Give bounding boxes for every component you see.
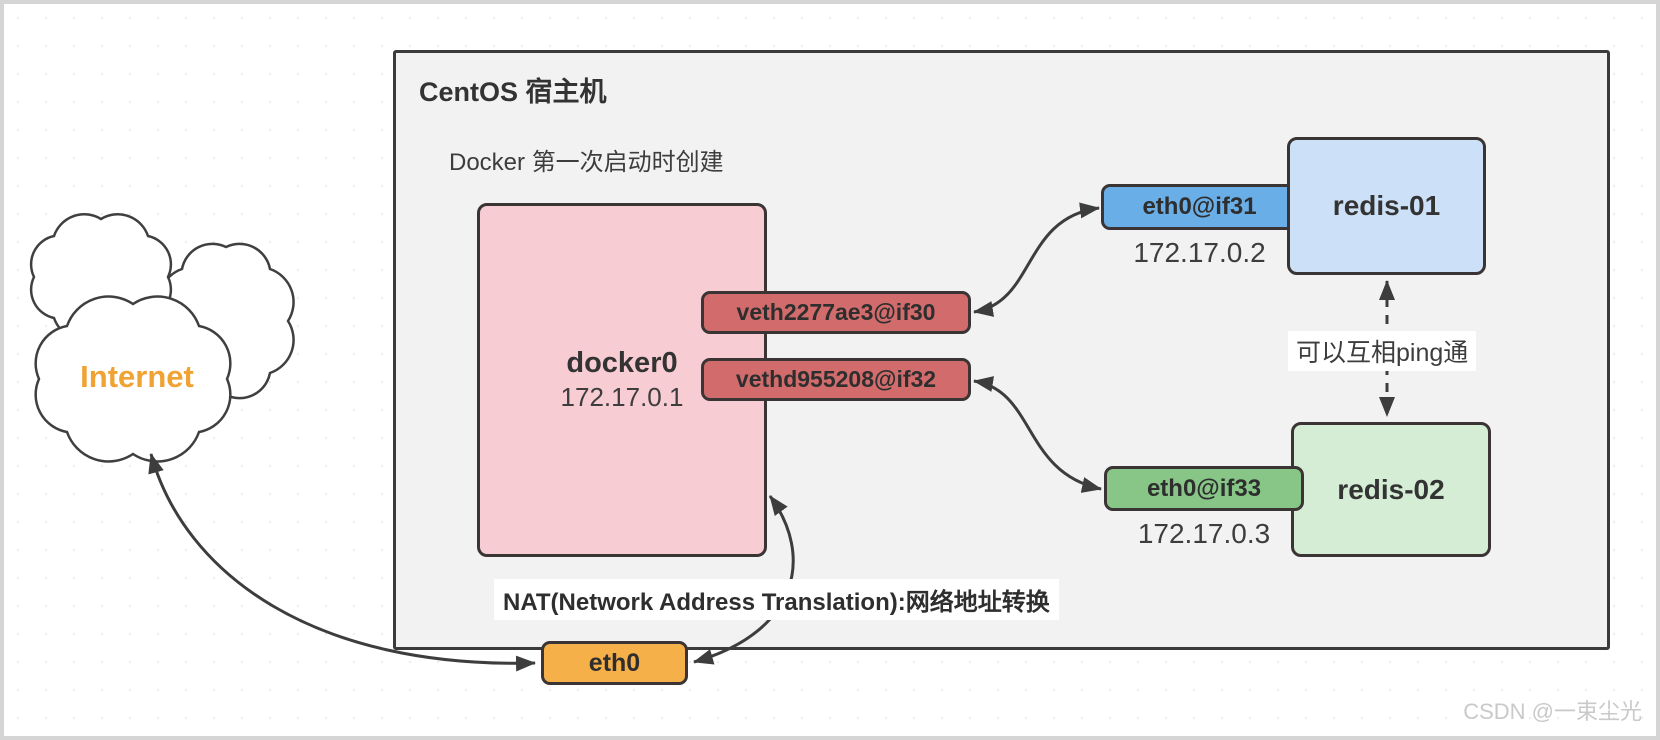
- host-title: CentOS 宿主机: [419, 77, 607, 107]
- ping-annotation: 可以互相ping通: [1288, 331, 1477, 371]
- host-eth0-node: eth0: [541, 641, 688, 685]
- veth-interface-node: veth2277ae3@if30: [701, 291, 971, 334]
- nat-annotation: NAT(Network Address Translation):网络地址转换: [494, 579, 1059, 620]
- docker0-ip: 172.17.0.1: [560, 381, 684, 412]
- redis-02-node: redis-02: [1291, 422, 1491, 557]
- docker0-name: docker0: [566, 346, 678, 379]
- internet-cloud-icon: [29, 213, 295, 463]
- veth-interface-node: vethd955208@if32: [701, 358, 971, 401]
- internet-label: Internet: [80, 359, 194, 394]
- redis-01-node: redis-01: [1287, 137, 1486, 275]
- redis-02-eth-node: eth0@if33: [1104, 466, 1304, 511]
- watermark: CSDN @一束尘光: [1463, 699, 1642, 724]
- docker-created-note: Docker 第一次启动时创建: [449, 149, 724, 176]
- redis-01-eth-node: eth0@if31: [1101, 184, 1298, 230]
- redis-02-ip: 172.17.0.3: [1137, 518, 1271, 549]
- redis-01-ip: 172.17.0.2: [1133, 237, 1266, 268]
